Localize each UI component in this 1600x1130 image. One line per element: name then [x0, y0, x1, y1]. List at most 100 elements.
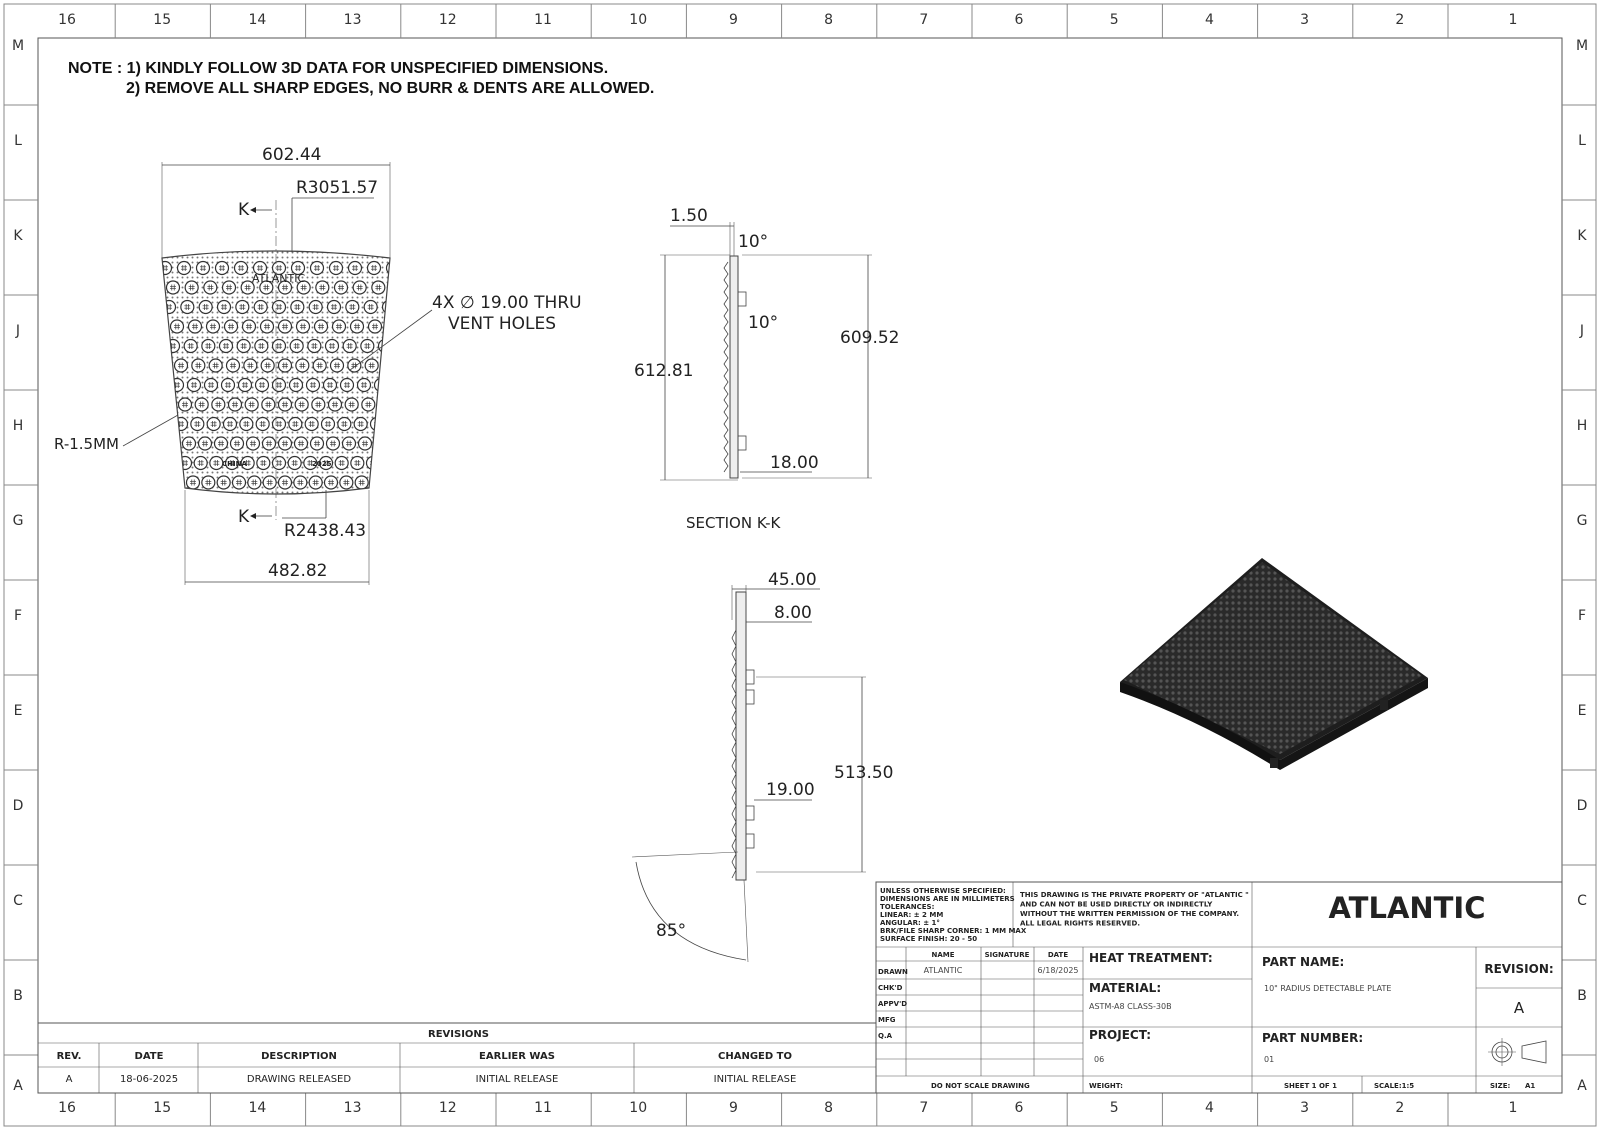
dome [252, 260, 268, 276]
dome [342, 338, 357, 354]
rev-header-changed: CHANGED TO [718, 1051, 792, 1062]
zone-column-label: 10 [629, 12, 647, 28]
zone-row-label: A [1577, 1078, 1587, 1094]
dome [224, 455, 240, 471]
dome [289, 338, 304, 354]
dome [309, 436, 325, 451]
dome [381, 358, 390, 373]
general-tolerance-note: TOLERANCES: [880, 903, 935, 911]
section-title: SECTION K-K [686, 514, 782, 532]
dome [339, 377, 355, 393]
angle-mid: 10° [748, 313, 778, 333]
dome [277, 280, 293, 295]
dome [373, 377, 389, 393]
dome [243, 358, 258, 373]
zone-row-label: M [1576, 38, 1588, 54]
dome [307, 338, 322, 354]
drawn-name: ATLANTIC [924, 966, 963, 975]
dome [173, 358, 189, 373]
zone-row-label: G [1577, 513, 1588, 529]
drawn-date: 6/18/2025 [1037, 966, 1078, 975]
dome [255, 416, 270, 432]
dome [198, 299, 213, 315]
zone-column-label: 7 [919, 1100, 928, 1116]
dim-plate-thickness: 8.00 [774, 603, 812, 623]
dome [237, 377, 253, 393]
zone-column-label: 12 [439, 1100, 457, 1116]
dome [261, 397, 276, 412]
zone-column-label: 16 [58, 12, 76, 28]
dim-depth: 45.00 [768, 570, 817, 590]
dome [287, 455, 302, 471]
note-line-1: NOTE : 1) KINDLY FOLLOW 3D DATA FOR UNSP… [68, 60, 608, 77]
general-tolerance-note: LINEAR: ± 2 MM [880, 911, 943, 919]
dome [181, 436, 197, 451]
dome [229, 436, 245, 451]
dome [277, 436, 293, 451]
zone-row-label: B [1577, 988, 1587, 1004]
weight-label: WEIGHT: [1089, 1082, 1123, 1090]
dome [277, 358, 293, 373]
dome [271, 377, 287, 393]
dome [328, 260, 344, 276]
material-value: ASTM-A8 CLASS-30B [1089, 1002, 1172, 1011]
dome [169, 319, 185, 334]
dome [162, 299, 177, 315]
dome [245, 436, 261, 451]
zone-column-label: 8 [824, 12, 833, 28]
zone-row-label: J [15, 323, 20, 339]
zone-row-label: D [1577, 798, 1588, 814]
dome [190, 416, 205, 432]
dome [369, 475, 385, 490]
dome [329, 358, 345, 373]
dome [288, 416, 303, 432]
dome [236, 338, 251, 354]
rev-cell: INITIAL RELEASE [476, 1074, 559, 1085]
dome [373, 436, 389, 451]
dome [385, 319, 390, 334]
zone-column-label: 4 [1205, 12, 1214, 28]
dome [350, 455, 365, 471]
part-name-value: 10" RADIUS DETECTABLE PLATE [1264, 984, 1391, 993]
dim-top-width: 602.44 [262, 145, 321, 165]
property-notice-line: THIS DRAWING IS THE PRIVATE PROPERTY OF … [1020, 891, 1249, 899]
dome [201, 475, 216, 490]
dome [311, 397, 326, 412]
dome [195, 260, 211, 276]
dome [277, 397, 293, 412]
dome [259, 319, 275, 334]
size-label: SIZE: [1490, 1082, 1511, 1090]
rev-cell: 18-06-2025 [120, 1074, 178, 1085]
dome [353, 416, 368, 432]
dome [293, 436, 309, 451]
dome [312, 358, 327, 373]
zone-row-label: H [13, 418, 24, 434]
dome [227, 397, 243, 412]
dome [320, 416, 336, 432]
heat-treatment-label: HEAT TREATMENT: [1089, 951, 1213, 965]
dome [253, 299, 268, 315]
rev-cell: A [66, 1074, 73, 1085]
dome [218, 338, 234, 354]
dome [185, 475, 201, 490]
general-tolerance-note: ANGULAR: ± 1° [880, 919, 940, 927]
dome [293, 475, 308, 490]
do-not-scale-note: DO NOT SCALE DRAWING [931, 1082, 1030, 1090]
general-tolerance-note: DIMENSIONS ARE IN MILLIMETERS [880, 895, 1015, 903]
dome [360, 338, 375, 354]
third-angle-projection-icon [1488, 1038, 1547, 1066]
dome [294, 397, 309, 412]
dome [288, 377, 304, 393]
zone-column-label: 5 [1110, 12, 1119, 28]
zone-row-label: F [1578, 608, 1586, 624]
zone-column-label: 15 [153, 1100, 171, 1116]
dome [205, 319, 221, 334]
dome [324, 338, 340, 354]
dome [260, 358, 275, 373]
dome [177, 455, 193, 471]
company-logo-text: ATLANTIC [1328, 891, 1485, 925]
plate-year-text: 2025 [312, 460, 332, 468]
zone-row-label: D [13, 798, 24, 814]
revisions-table: REVISIONS REV. DATE DESCRIPTION EARLIER … [37, 1022, 877, 1094]
